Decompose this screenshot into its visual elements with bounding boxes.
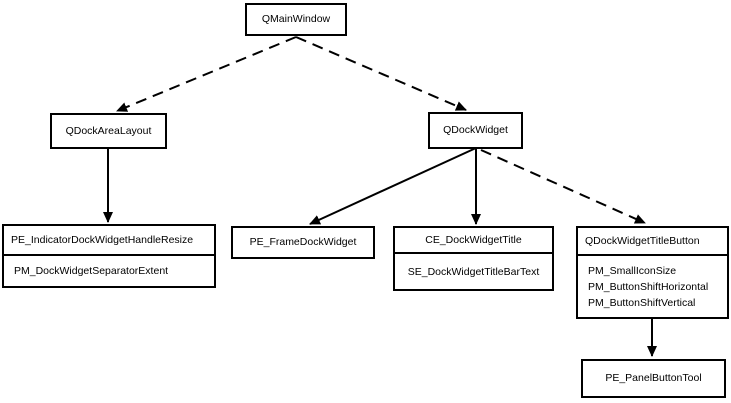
- node-panel-button-tool-label: PE_PanelButtonTool: [605, 372, 702, 384]
- edge-qdockwidget-framedockwidget: [309, 147, 477, 225]
- edge-qdockwidget-titlebutton: [480, 149, 646, 224]
- node-indicator-dock-widget-handle-resize: PE_IndicatorDockWidgetHandleResize PM_Do…: [2, 224, 216, 288]
- node-title-button-title: QDockWidgetTitleButton: [578, 228, 727, 256]
- node-indicator-item: PM_DockWidgetSeparatorExtent: [14, 265, 169, 277]
- node-dock-widget-title-title: CE_DockWidgetTitle: [395, 228, 552, 254]
- node-dock-widget-title: CE_DockWidgetTitle SE_DockWidgetTitleBar…: [393, 226, 554, 291]
- node-frame-dock-widget-label: PE_FrameDockWidget: [249, 236, 357, 248]
- node-qdockarealayout-label: QDockAreaLayout: [65, 124, 152, 137]
- node-qdockwidget-label: QDockWidget: [443, 124, 508, 136]
- node-dock-widget-title-item: SE_DockWidgetTitleBarText: [407, 265, 540, 278]
- node-title-button-items: PM_SmallIconSize PM_ButtonShiftHorizonta…: [578, 256, 727, 317]
- edge-qmainwindow-qdockwidget: [295, 36, 467, 111]
- node-qmainwindow-label: QMainWindow: [261, 13, 331, 25]
- node-frame-dock-widget: PE_FrameDockWidget: [231, 226, 375, 259]
- node-title-button-item: PM_SmallIconSize: [588, 264, 677, 277]
- node-indicator-title: PE_IndicatorDockWidgetHandleResize: [4, 226, 214, 256]
- node-qdockarealayout: QDockAreaLayout: [50, 113, 167, 149]
- node-dock-widget-title-button: QDockWidgetTitleButton PM_SmallIconSize …: [576, 226, 729, 319]
- node-qmainwindow: QMainWindow: [245, 3, 347, 36]
- node-dock-widget-title-items: SE_DockWidgetTitleBarText: [395, 254, 552, 289]
- node-qdockwidget: QDockWidget: [428, 112, 523, 149]
- node-panel-button-tool: PE_PanelButtonTool: [581, 359, 726, 398]
- node-title-button-item: PM_ButtonShiftHorizontal: [588, 280, 709, 293]
- node-indicator-items: PM_DockWidgetSeparatorExtent: [4, 256, 214, 286]
- edge-qmainwindow-qdockarealayout: [116, 36, 297, 112]
- node-title-button-item: PM_ButtonShiftVertical: [588, 296, 696, 309]
